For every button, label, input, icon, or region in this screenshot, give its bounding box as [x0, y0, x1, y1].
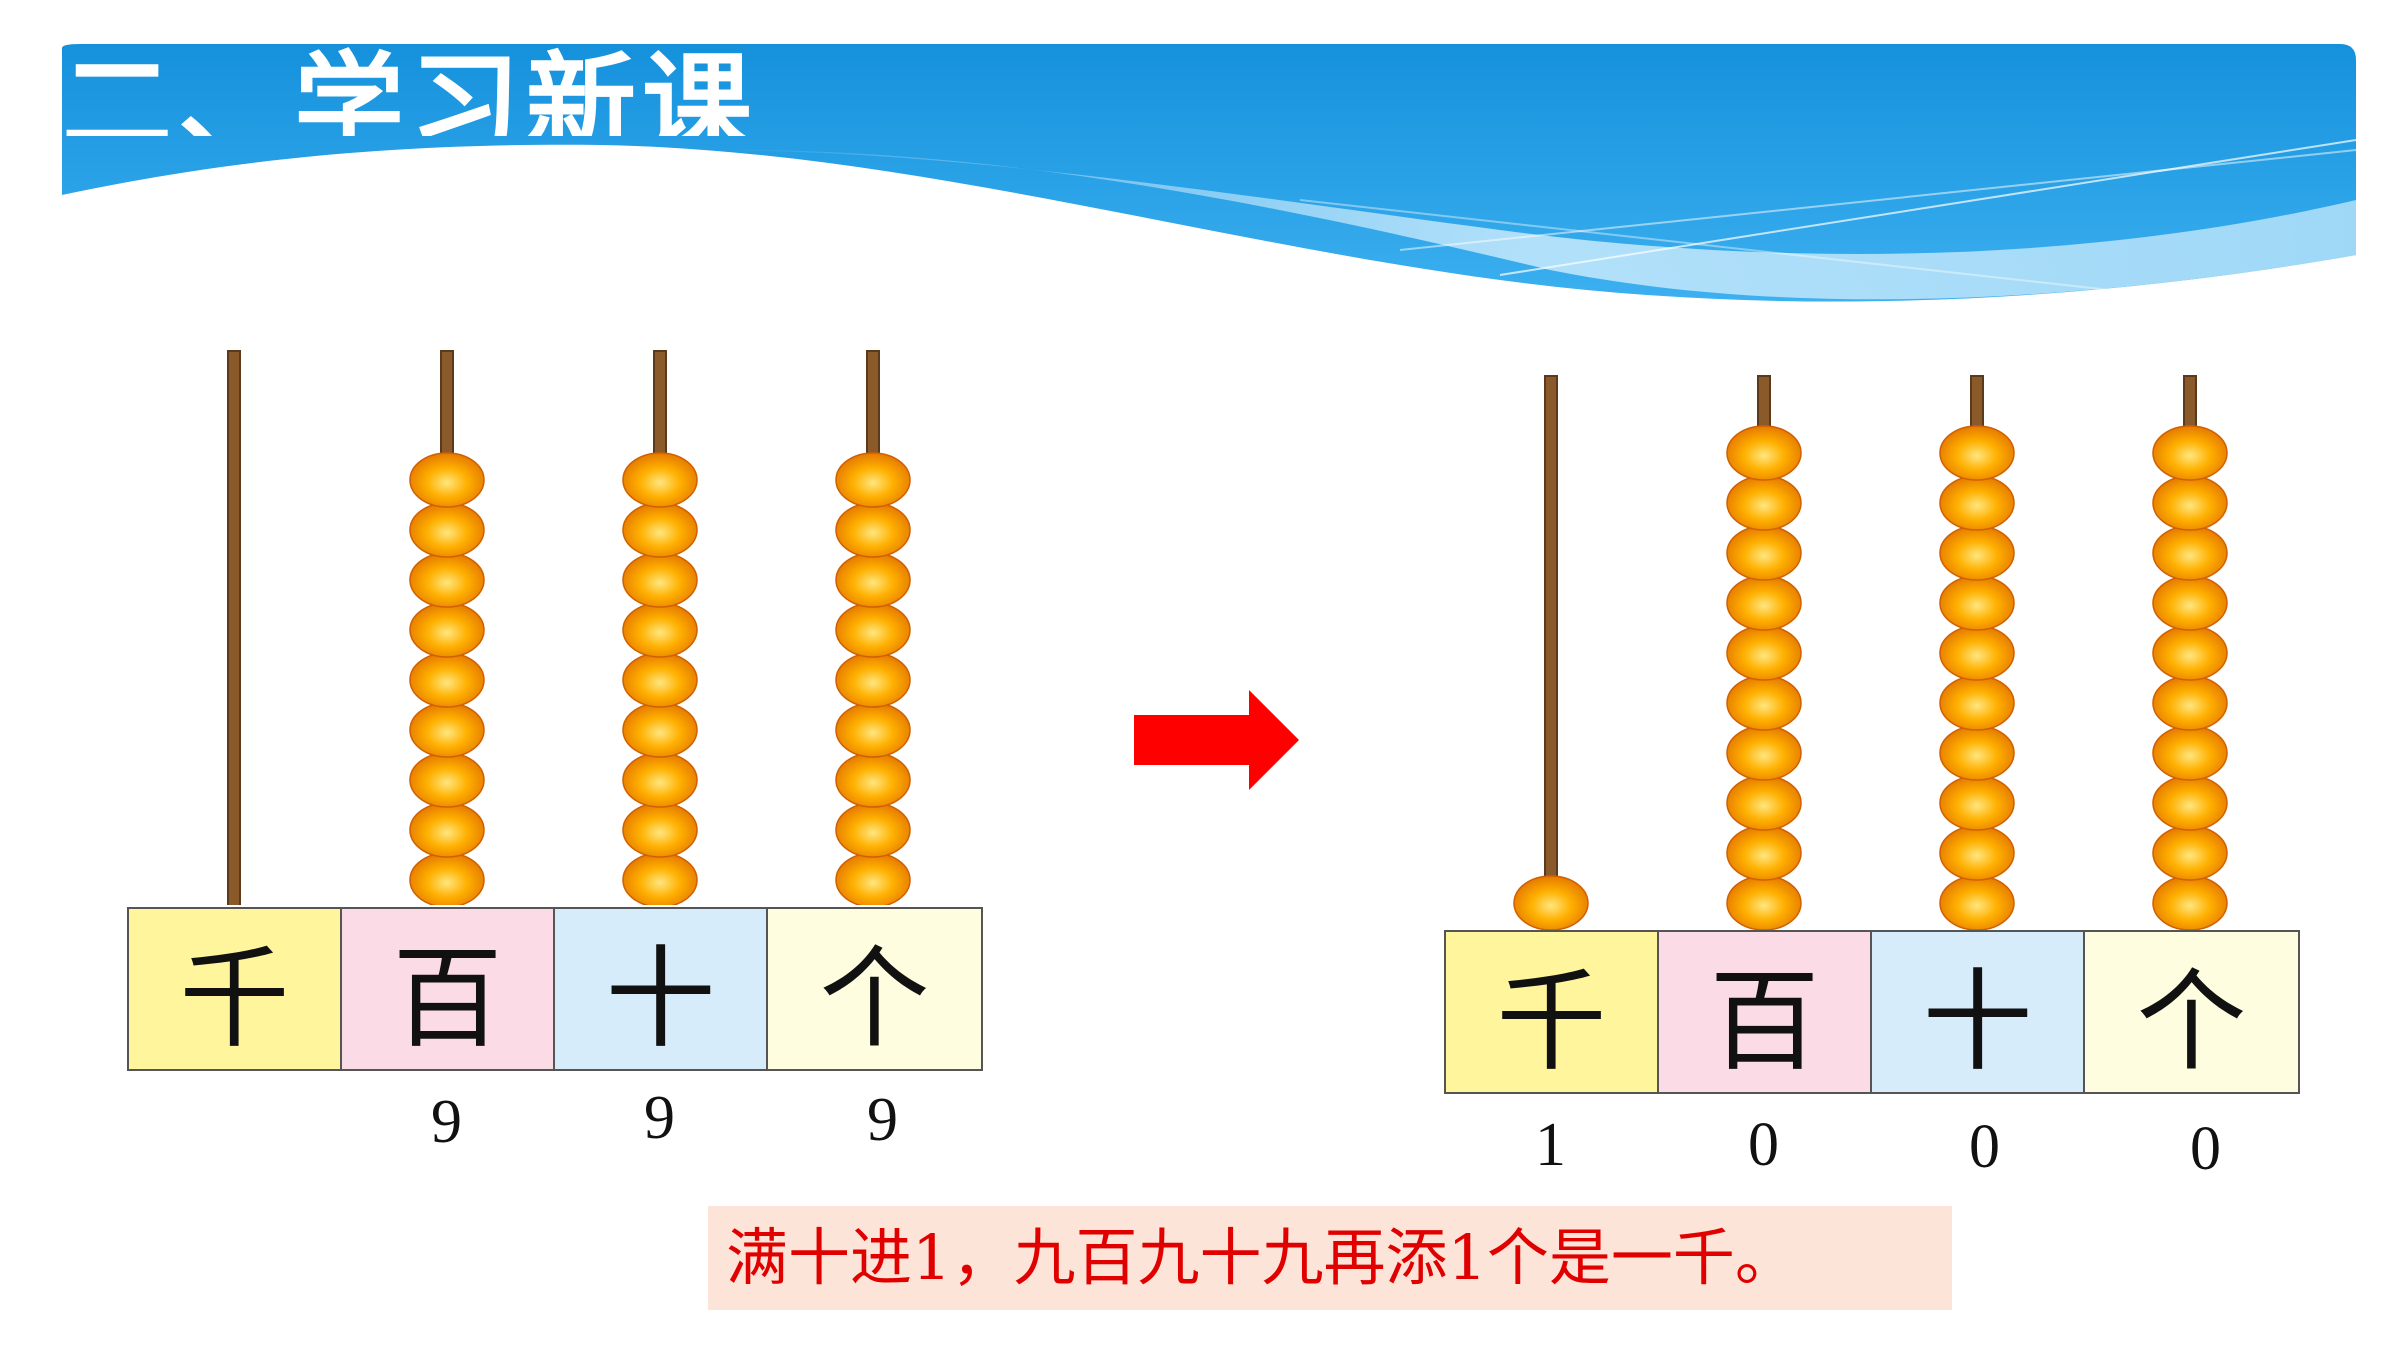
- right-arrow-icon: [1134, 690, 1299, 790]
- bead-tens: [1939, 575, 2015, 631]
- place-cell-thousands: 千: [129, 909, 342, 1069]
- digit-hundreds: 9: [431, 1088, 462, 1156]
- bead-ones: [2152, 575, 2228, 631]
- bead-hundreds: [1726, 825, 1802, 881]
- bead-tens: [622, 502, 698, 558]
- bead-ones: [2152, 825, 2228, 881]
- rule-caption: 满十进1，九百九十九再添1个是一千。: [708, 1206, 1952, 1310]
- bead-hundreds: [1726, 575, 1802, 631]
- digit-thousands: 1: [1535, 1111, 1566, 1179]
- bead-ones: [2152, 875, 2228, 930]
- digit-tens: 0: [1969, 1113, 2000, 1181]
- digit-ones: 0: [2190, 1115, 2221, 1183]
- bead-hundreds: [1726, 675, 1802, 731]
- bead-ones: [835, 852, 911, 905]
- bead-tens: [1939, 775, 2015, 831]
- place-cell-ones: 个: [2085, 932, 2298, 1092]
- bead-ones: [835, 802, 911, 858]
- abacus-999: 千 百 十 个 9 9 9: [127, 345, 987, 1205]
- rod-thousands: [227, 350, 241, 905]
- bead-tens: [1939, 825, 2015, 881]
- place-cell-tens: 十: [555, 909, 768, 1069]
- place-cell-hundreds: 百: [1659, 932, 1872, 1092]
- abacus-1000: 千 百 十 个 1 0 0 0: [1444, 370, 2304, 1230]
- digit-hundreds: 0: [1748, 1111, 1779, 1179]
- place-value-labels: 千 百 十 个: [127, 907, 983, 1071]
- bead-hundreds: [1726, 725, 1802, 781]
- bead-hundreds: [1726, 775, 1802, 831]
- place-cell-thousands: 千: [1446, 932, 1659, 1092]
- bead-tens: [622, 752, 698, 808]
- bead-ones: [835, 452, 911, 508]
- bead-hundreds: [1726, 475, 1802, 531]
- bead-hundreds: [409, 802, 485, 858]
- bead-ones: [2152, 775, 2228, 831]
- bead-hundreds: [409, 852, 485, 905]
- bead-tens: [1939, 875, 2015, 930]
- bead-hundreds: [409, 702, 485, 758]
- bead-ones: [835, 752, 911, 808]
- bead-hundreds: [409, 502, 485, 558]
- bead-ones: [2152, 675, 2228, 731]
- bead-hundreds: [1726, 875, 1802, 930]
- header-banner: [62, 44, 2357, 302]
- bead-ones: [2152, 525, 2228, 581]
- place-cell-hundreds: 百: [342, 909, 555, 1069]
- place-cell-tens: 十: [1872, 932, 2085, 1092]
- digit-ones: 9: [867, 1086, 898, 1154]
- bead-tens: [1939, 675, 2015, 731]
- bead-tens: [622, 652, 698, 708]
- bead-hundreds: [409, 602, 485, 658]
- bead-hundreds: [409, 752, 485, 808]
- abacus-rods: [1513, 375, 2228, 930]
- bead-tens: [622, 852, 698, 905]
- bead-tens: [622, 452, 698, 508]
- bead-ones: [835, 602, 911, 658]
- bead-tens: [1939, 475, 2015, 531]
- bead-tens: [622, 802, 698, 858]
- bead-ones: [835, 552, 911, 608]
- bead-ones: [835, 652, 911, 708]
- bead-ones: [2152, 425, 2228, 481]
- bead-hundreds: [1726, 625, 1802, 681]
- bead-ones: [835, 702, 911, 758]
- bead-tens: [1939, 425, 2015, 481]
- bead-hundreds: [1726, 425, 1802, 481]
- bead-hundreds: [409, 552, 485, 608]
- bead-tens: [622, 552, 698, 608]
- digit-tens: 9: [644, 1084, 675, 1152]
- bead-hundreds: [1726, 525, 1802, 581]
- bead-ones: [2152, 725, 2228, 781]
- place-value-labels: 千 百 十 个: [1444, 930, 2300, 1094]
- bead-ones: [2152, 475, 2228, 531]
- rod-thousands: [1544, 375, 1558, 930]
- bead-ones: [835, 502, 911, 558]
- bead-tens: [1939, 525, 2015, 581]
- slide-title: 二、学习新课: [62, 41, 758, 169]
- bead-thousands: [1513, 875, 1589, 930]
- abacus-rods: [227, 350, 911, 905]
- bead-tens: [1939, 625, 2015, 681]
- bead-tens: [622, 602, 698, 658]
- bead-tens: [1939, 725, 2015, 781]
- bead-hundreds: [409, 452, 485, 508]
- place-cell-ones: 个: [768, 909, 981, 1069]
- bead-tens: [622, 702, 698, 758]
- bead-hundreds: [409, 652, 485, 708]
- bead-ones: [2152, 625, 2228, 681]
